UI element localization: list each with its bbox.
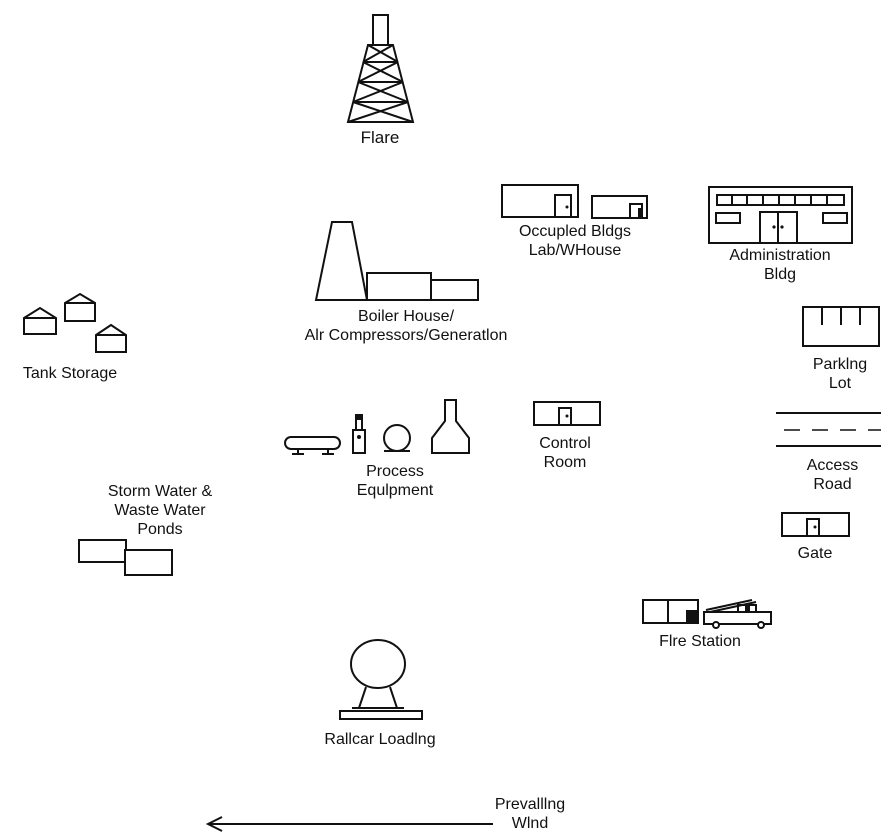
flare-label: Flare [360,128,400,147]
fire-station-icon [642,599,699,624]
access-road-label: Access Road [806,457,859,493]
control-room-icon [533,401,601,426]
fire-station-label: Flre Station [659,633,741,650]
parking-lot-label: Parklng Lot [812,356,868,392]
prevailing-wind-label: Prevalllng Wlnd [494,796,566,832]
boiler-house-icon [314,221,479,301]
flare-icon [346,14,415,123]
occupied-bldgs-label: Occupled Bldgs Lab/WHouse [518,223,632,259]
boiler-house-label: Boiler House/ Alr Compressors/Generatlon [304,308,508,344]
administration-bldg-icon [708,186,853,244]
tank-storage-label: Tank Storage [22,365,118,382]
control-room-label: Control Room [539,435,591,471]
fire-truck-icon [703,599,772,629]
parking-lot-icon [802,306,880,347]
storm-water-ponds-icon [78,539,173,576]
process-equipment-icon [284,399,470,455]
administration-bldg-label: Administration Bldg [729,247,831,283]
storm-water-ponds-label: Storm Water & Waste Water Ponds [107,483,213,538]
gate-icon [781,512,850,537]
railcar-loading-icon [339,639,423,720]
occupied-bldgs-icon [501,184,648,219]
tank-storage-icon [23,292,127,353]
railcar-loading-label: Rallcar Loadlng [324,731,436,748]
process-equipment-label: Process Equlpment [356,463,434,499]
gate-label: Gate [797,545,833,562]
access-road-icon [776,412,881,447]
wind-arrow-icon [205,816,493,832]
